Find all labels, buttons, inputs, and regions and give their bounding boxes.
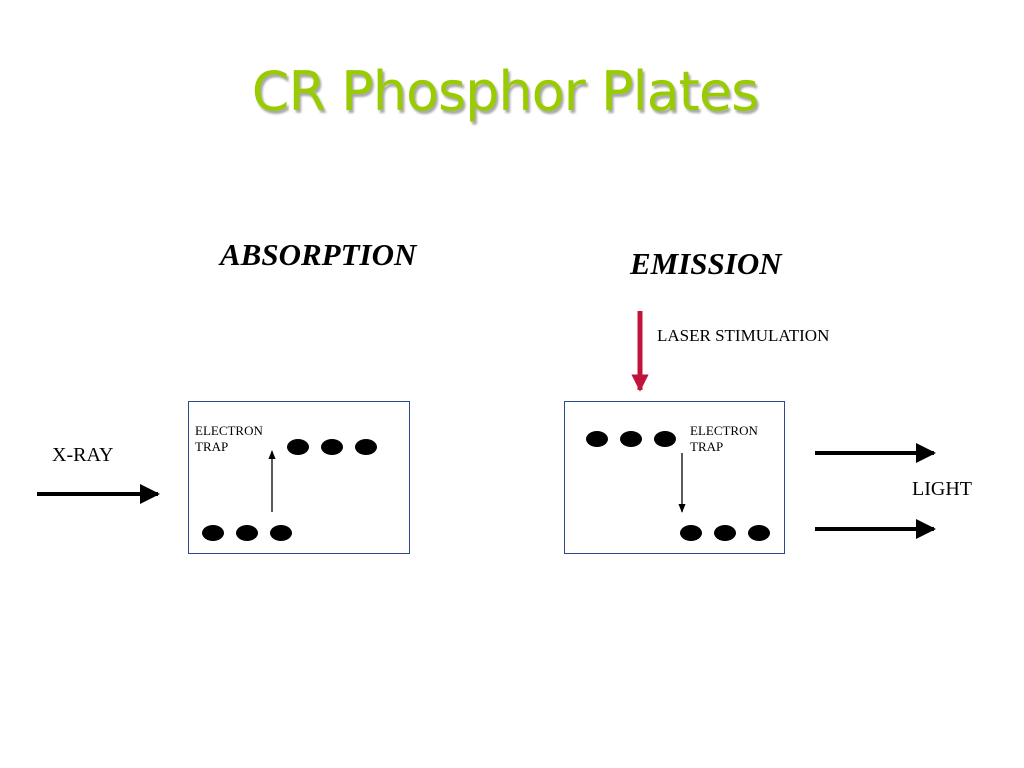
absorption-trapped-electron — [321, 439, 343, 455]
emission-trapped-electron — [654, 431, 676, 447]
emission-heading: EMISSION — [630, 246, 782, 281]
emission-plate-box — [564, 401, 785, 554]
xray-label: X-RAY — [52, 444, 114, 466]
emission-ground-electron — [714, 525, 736, 541]
absorption-ground-electron — [236, 525, 258, 541]
emission-trapped-electron — [586, 431, 608, 447]
emission-ground-electron — [748, 525, 770, 541]
light-label: LIGHT — [912, 478, 972, 500]
slide-title: CR Phosphor Plates — [251, 60, 759, 123]
emission-electron-trap-label: ELECTRON TRAP — [690, 423, 758, 454]
absorption-ground-electron — [202, 525, 224, 541]
absorption-trapped-electron — [287, 439, 309, 455]
absorption-trapped-electron — [355, 439, 377, 455]
absorption-ground-electron — [270, 525, 292, 541]
laser-stimulation-label: LASER STIMULATION — [657, 326, 830, 345]
absorption-plate-box — [188, 401, 410, 554]
absorption-electron-trap-label: ELECTRON TRAP — [195, 423, 263, 454]
emission-trapped-electron — [620, 431, 642, 447]
absorption-heading: ABSORPTION — [220, 237, 417, 272]
emission-ground-electron — [680, 525, 702, 541]
